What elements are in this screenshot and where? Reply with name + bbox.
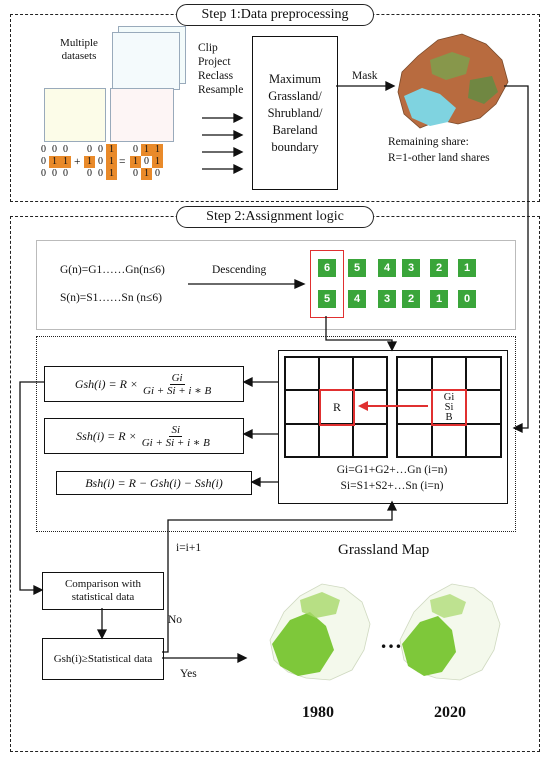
g-sequence: G(n)=G1……Gn(n≤6) — [60, 264, 165, 276]
year-2020: 2020 — [434, 704, 466, 721]
remaining-share-formula: R=1-other land shares — [388, 152, 490, 164]
g-value-1: 6 — [318, 259, 336, 277]
op-clip: Clip — [198, 42, 218, 54]
gi-label: Gi — [443, 391, 455, 403]
sorting-panel — [36, 240, 516, 330]
op-project: Project — [198, 56, 231, 68]
no-label: No — [168, 614, 183, 626]
sum-g: Gi=G1+G2+…Gn (i=n) — [336, 464, 448, 476]
ellipsis: … — [380, 628, 402, 653]
loop-label: i=i+1 — [176, 542, 202, 554]
mask-label: Mask — [352, 70, 378, 82]
g-value-6: 1 — [458, 259, 476, 277]
s-value-1: 5 — [318, 290, 336, 308]
sum-s: Si=S1+S2+…Sn (i=n) — [340, 480, 444, 492]
gsh-denominator: Gi + Si + i ∗ B — [143, 384, 212, 397]
step2-arrows — [19, 278, 398, 664]
preprocess-arrows — [202, 80, 529, 434]
grassland-map-2020 — [399, 583, 501, 681]
dataset-map-thumbnail-3 — [44, 88, 106, 142]
g-value-2: 5 — [348, 259, 366, 277]
step1-title: Step 1:Data preprocessing — [176, 4, 374, 26]
op-resample: Resample — [198, 84, 244, 96]
max-value-highlight — [310, 250, 344, 318]
ssh-denominator: Gi + Si + i ∗ B — [141, 436, 210, 449]
grassland-map-title: Grassland Map — [338, 542, 430, 558]
processing-frame — [36, 336, 516, 532]
comparison-box: Comparison with statistical data — [42, 572, 164, 610]
condition-box: Gsh(i)≥Statistical data — [42, 638, 164, 680]
grassland-map-1980 — [269, 583, 371, 681]
s-value-5: 1 — [430, 290, 448, 308]
dataset-map-thumbnail-2 — [112, 32, 180, 90]
s-sequence: S(n)=S1……Sn (n≤6) — [60, 292, 162, 304]
dataset-map-thumbnail-4 — [110, 88, 174, 142]
s-value-2: 4 — [348, 290, 366, 308]
center-cell-r: R — [319, 389, 355, 426]
remaining-share-label: Remaining share: — [388, 136, 469, 148]
g-value-5: 2 — [430, 259, 448, 277]
si-label: Si — [444, 401, 454, 413]
datasets-label: Multiple datasets — [60, 37, 98, 62]
step2-title: Step 2:Assignment logic — [176, 206, 374, 228]
assign-arrow — [358, 401, 428, 411]
op-reclass: Reclass — [198, 70, 234, 82]
remaining-share-map — [397, 33, 509, 129]
yes-label: Yes — [180, 668, 197, 680]
matrix-plus: + — [74, 156, 81, 168]
g-value-4: 3 — [402, 259, 420, 277]
b-label: B — [445, 411, 453, 423]
s-value-3: 3 — [378, 290, 396, 308]
boundary-box: Maximum Grassland/ Shrubland/ Bareland b… — [252, 36, 338, 190]
center-cell-gsb: Gi Si B — [431, 389, 467, 426]
descending-label: Descending — [212, 264, 267, 276]
bsh-formula: Bsh(i) = R − Gsh(i) − Ssh(i) — [56, 471, 252, 495]
year-1980: 1980 — [302, 704, 334, 721]
s-value-6: 0 — [458, 290, 476, 308]
matrix-equals: = — [119, 156, 126, 168]
gsh-numerator: Gi — [169, 371, 185, 385]
g-value-3: 4 — [378, 259, 396, 277]
ssh-numerator: Si — [169, 423, 183, 437]
s-value-4: 2 — [402, 290, 420, 308]
